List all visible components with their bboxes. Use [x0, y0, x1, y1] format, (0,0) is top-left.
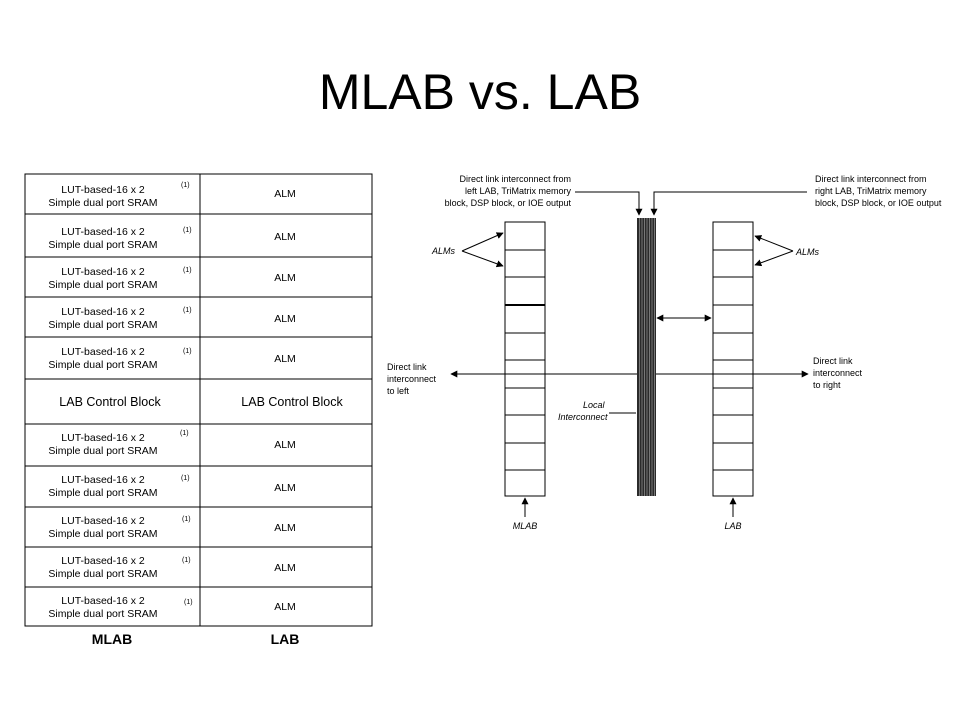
table-row: LUT-based-16 x 2 Simple dual port SRAM (… [48, 226, 295, 251]
alm-cell: ALM [274, 188, 296, 200]
footnote-marker: (1) [182, 557, 191, 564]
table-row: LUT-based-16 x 2 Simple dual port SRAM (… [48, 182, 295, 209]
alm-cell: ALM [274, 522, 296, 534]
top-right-source-line2: right LAB, TriMatrix memory [815, 186, 927, 196]
mlab-cell-line2: Simple dual port SRAM [48, 487, 157, 499]
table-footer-mlab: MLAB [92, 631, 132, 647]
direct-link-right-line2: interconnect [813, 368, 863, 378]
footnote-marker: (1) [180, 430, 189, 437]
table-row: LUT-based-16 x 2 Simple dual port SRAM (… [48, 515, 295, 540]
direct-link-left-line1: Direct link [387, 362, 427, 372]
lab-diagram-label: LAB [724, 521, 741, 531]
footnote-marker: (1) [181, 475, 190, 482]
alm-cell: ALM [274, 313, 296, 325]
mlab-block-column [504, 221, 546, 497]
lab-block-column [712, 221, 754, 497]
footnote-marker: (1) [184, 599, 193, 606]
local-interconnect-bus [637, 218, 656, 496]
table-row: LUT-based-16 x 2 Simple dual port SRAM (… [48, 346, 295, 371]
mlab-cell-line2: Simple dual port SRAM [48, 197, 157, 209]
alm-cell: ALM [274, 272, 296, 284]
mlab-cell-line1: LUT-based-16 x 2 [61, 306, 145, 318]
footnote-marker: (1) [181, 182, 190, 189]
table-footer-lab: LAB [271, 631, 300, 647]
mlab-cell-line2: Simple dual port SRAM [48, 528, 157, 540]
top-right-source-line1: Direct link interconnect from [815, 174, 927, 184]
mlab-cell-line2: Simple dual port SRAM [48, 319, 157, 331]
alm-cell: ALM [274, 562, 296, 574]
left-feed-arrow [575, 191, 643, 216]
alm-cell: ALM [274, 601, 296, 613]
mlab-cell-line2: Simple dual port SRAM [48, 445, 157, 457]
footnote-marker: (1) [183, 227, 192, 234]
alms-left-pointer-bottom [461, 250, 504, 268]
slide-title: MLAB vs. LAB [318, 64, 642, 120]
alms-left-pointer-top [461, 232, 504, 252]
footnote-marker: (1) [183, 307, 192, 314]
mlab-cell-line2: Simple dual port SRAM [48, 359, 157, 371]
alms-left-label: ALMs [431, 246, 456, 256]
lab-control-block: LAB Control Block [241, 395, 343, 409]
mlab-cell-line1: LUT-based-16 x 2 [61, 474, 145, 486]
local-interconnect-line2: Interconnect [558, 412, 608, 422]
right-feed-arrow [650, 191, 807, 216]
top-right-source-line3: block, DSP block, or IOE output [815, 198, 942, 208]
table-row: LUT-based-16 x 2 Simple dual port SRAM (… [48, 474, 295, 499]
direct-link-left-line3: to left [387, 386, 410, 396]
direct-link-right-line3: to right [813, 380, 841, 390]
top-left-source-line1: Direct link interconnect from [459, 174, 571, 184]
mlab-cell-line2: Simple dual port SRAM [48, 239, 157, 251]
table-row-control-block: LAB Control Block LAB Control Block [59, 395, 343, 409]
alm-cell: ALM [274, 231, 296, 243]
mlab-cell-line1: LUT-based-16 x 2 [61, 226, 145, 238]
mlab-cell-line1: LUT-based-16 x 2 [61, 432, 145, 444]
alm-cell: ALM [274, 482, 296, 494]
table-row: LUT-based-16 x 2 Simple dual port SRAM (… [48, 555, 295, 580]
alm-cell: ALM [274, 439, 296, 451]
direct-link-right-line1: Direct link [813, 356, 853, 366]
mlab-cell-line1: LUT-based-16 x 2 [61, 346, 145, 358]
table-border [24, 173, 373, 627]
mlab-control-block: LAB Control Block [59, 395, 161, 409]
alms-right-pointer-top [754, 235, 794, 252]
top-left-source-line2: left LAB, TriMatrix memory [465, 186, 572, 196]
mlab-cell-line1: LUT-based-16 x 2 [61, 266, 145, 278]
table-row: LUT-based-16 x 2 Simple dual port SRAM (… [48, 266, 295, 291]
footnote-marker: (1) [182, 516, 191, 523]
mlab-cell-line1: LUT-based-16 x 2 [61, 555, 145, 567]
mlab-cell-line2: Simple dual port SRAM [48, 608, 157, 620]
mlab-cell-line1: LUT-based-16 x 2 [61, 515, 145, 527]
footnote-marker: (1) [183, 267, 192, 274]
mlab-lab-table [24, 173, 373, 627]
alms-right-pointer-bottom [754, 250, 794, 267]
table-row: LUT-based-16 x 2 Simple dual port SRAM (… [48, 306, 295, 331]
mlab-cell-line2: Simple dual port SRAM [48, 279, 157, 291]
mlab-cell-line1: LUT-based-16 x 2 [61, 595, 145, 607]
table-row: LUT-based-16 x 2 Simple dual port SRAM (… [48, 595, 295, 620]
local-interconnect-line1: Local [583, 400, 606, 410]
mlab-cell-line1: LUT-based-16 x 2 [61, 184, 145, 196]
alm-cell: ALM [274, 353, 296, 365]
top-left-source-line3: block, DSP block, or IOE output [445, 198, 572, 208]
mlab-cell-line2: Simple dual port SRAM [48, 568, 157, 580]
alms-right-label: ALMs [795, 247, 820, 257]
table-row: LUT-based-16 x 2 Simple dual port SRAM (… [48, 430, 295, 457]
direct-link-left-line2: interconnect [387, 374, 437, 384]
mlab-diagram-label: MLAB [513, 521, 538, 531]
footnote-marker: (1) [183, 348, 192, 355]
